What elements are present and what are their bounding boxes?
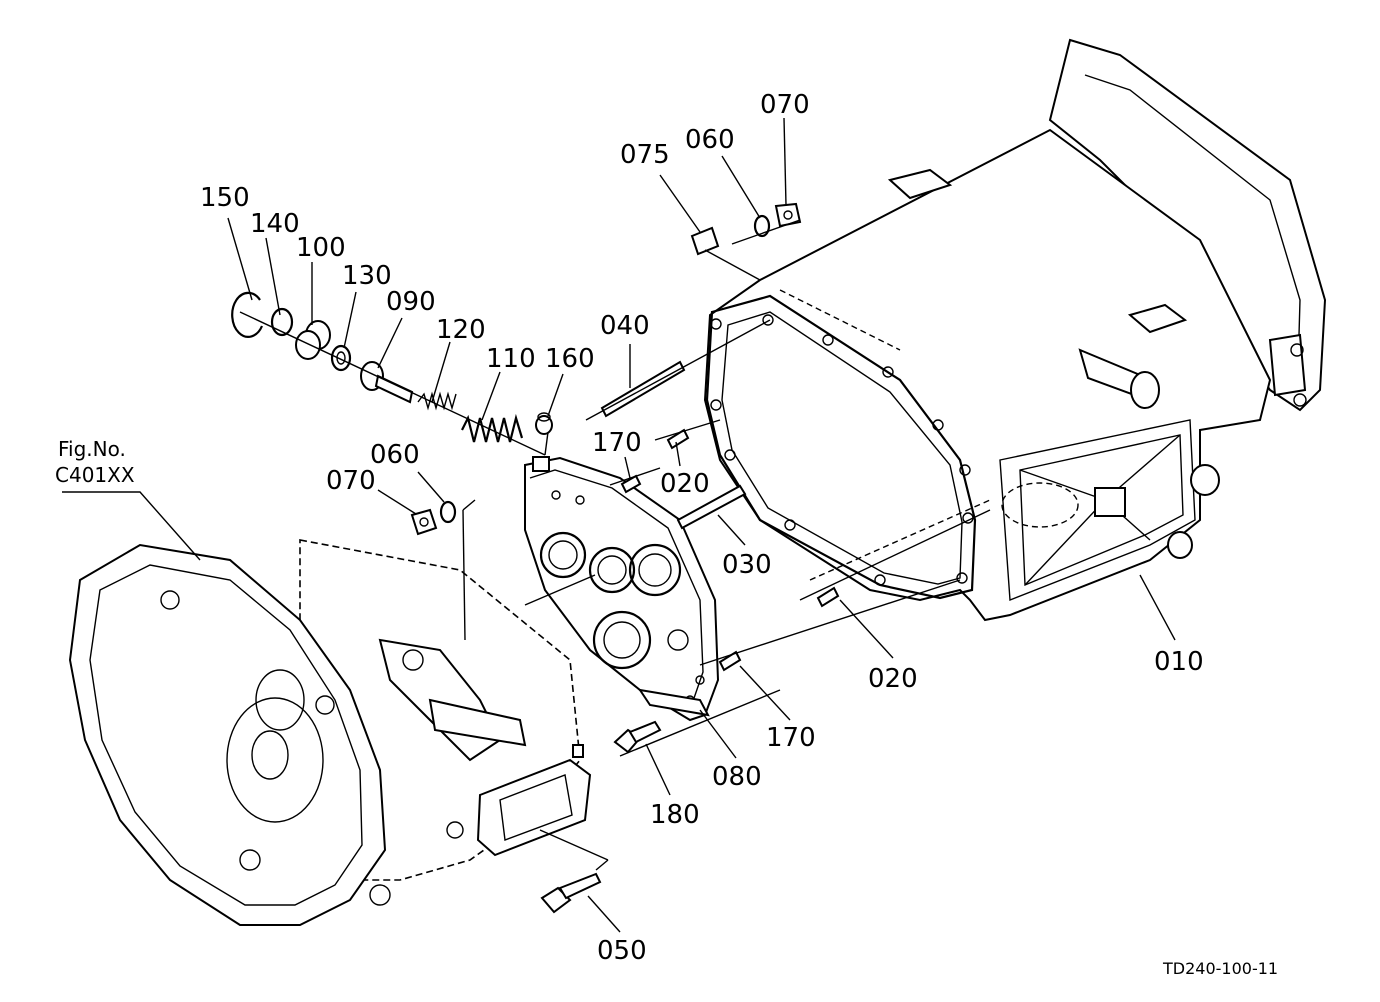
callout-020-lower: 020 [868,664,918,694]
callout-090: 090 [386,287,436,317]
callout-050: 050 [597,936,647,966]
callout-130: 130 [342,261,392,291]
callout-170-upper: 170 [592,428,642,458]
drawing-number: TD240-100-11 [1162,959,1278,978]
figure-reference-number: C401XX [55,463,135,487]
callout-010: 010 [1154,647,1204,677]
callout-060-upper: 060 [685,125,735,155]
assembly-lines [239,219,991,871]
callout-075: 075 [620,140,670,170]
bearing-plate [524,456,720,722]
figure-reference-label: Fig.No. [58,437,126,461]
callout-060-lower: 060 [370,440,420,470]
callout-040: 040 [600,311,650,341]
callout-070-upper: 070 [760,90,810,120]
callout-020-upper: 020 [660,469,710,499]
callout-160: 160 [545,344,595,374]
callout-110: 110 [486,344,536,374]
callout-100: 100 [296,233,346,263]
callout-150: 150 [200,183,250,213]
callout-170-lower: 170 [766,723,816,753]
callout-140: 140 [250,209,300,239]
callout-180: 180 [650,800,700,830]
callout-120: 120 [436,315,486,345]
clutch-housing [68,539,592,926]
transmission-case [703,38,1327,622]
callout-080: 080 [712,762,762,792]
callout-labels: 150 140 100 130 090 120 110 160 040 170 … [55,90,1278,978]
leader-lines [62,117,1176,933]
callout-030: 030 [722,550,772,580]
callout-070-lower: 070 [326,466,376,496]
